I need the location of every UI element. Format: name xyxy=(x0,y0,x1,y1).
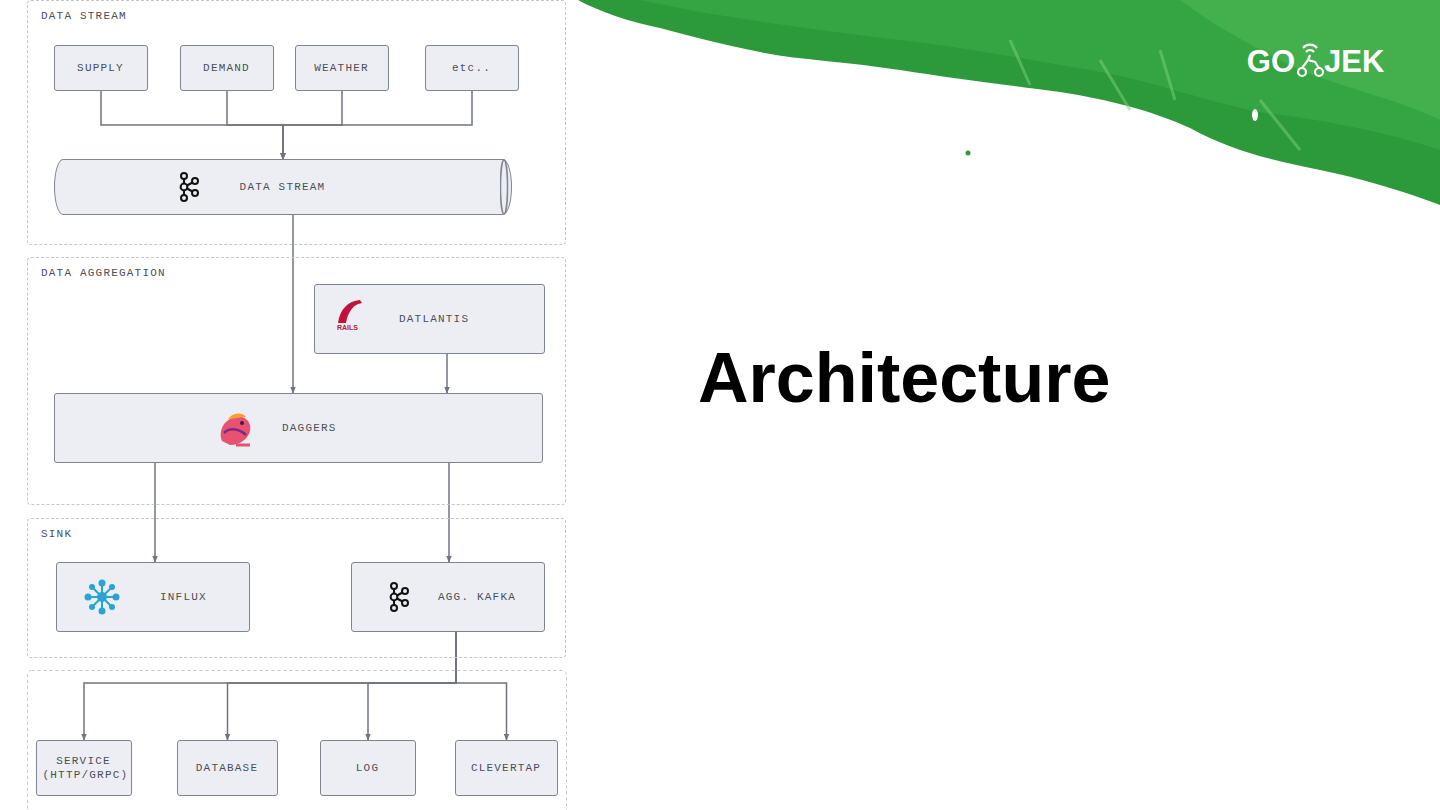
rails-icon xyxy=(336,299,364,328)
flink-icon xyxy=(216,411,256,452)
region-heading: SINK xyxy=(41,528,72,540)
box-label: DEMAND xyxy=(203,61,250,75)
process-box: DATLANTIS RAILS xyxy=(314,284,545,354)
logo-wordmark: RAILS xyxy=(337,324,358,331)
green-brush-stroke xyxy=(640,0,1440,150)
process-box: DEMAND xyxy=(180,45,274,91)
box-label: etc.. xyxy=(452,61,491,75)
box-label: SUPPLY xyxy=(77,61,124,75)
process-box: DAGGERS xyxy=(54,393,543,463)
green-brush-stroke xyxy=(578,0,1440,205)
process-box: LOG xyxy=(320,740,416,796)
process-box: SERVICE (HTTP/GRPC) xyxy=(36,740,132,796)
scooter-logo xyxy=(1298,45,1323,76)
flow-arrow xyxy=(101,91,283,159)
kafka-icon xyxy=(176,172,200,207)
box-label: DATABASE xyxy=(196,761,258,775)
region-band: SINK INFLUX AGG. KAFKA xyxy=(27,518,566,658)
flow-arrow xyxy=(368,632,456,740)
flow-arrow xyxy=(84,632,456,740)
flow-arrow xyxy=(283,91,472,159)
process-box: AGG. KAFKA xyxy=(351,562,545,632)
process-box: INFLUX xyxy=(56,562,250,632)
flow-arrow xyxy=(446,354,448,393)
box-label: DATLANTIS xyxy=(399,312,469,326)
process-box: WEATHER xyxy=(295,45,389,91)
region-band: DATA STREAM SUPPLY DEMAND WEATHER etc.. DATA … xyxy=(27,0,566,245)
kafka-icon xyxy=(386,582,410,617)
brush-speck xyxy=(1252,109,1258,121)
pipe-end-cap xyxy=(500,159,512,220)
region-band: DATA AGGREGATION DATLANTIS RAILS DAGGERS xyxy=(27,257,566,505)
influx-icon xyxy=(82,577,122,622)
box-label: WEATHER xyxy=(314,61,369,75)
stream-pipe: DATA STREAM xyxy=(54,159,512,215)
flow-arrow xyxy=(292,215,294,393)
region-band xyxy=(28,671,567,810)
region-heading: DATA AGGREGATION xyxy=(41,267,166,279)
region-heading: DATA STREAM xyxy=(41,10,127,22)
flow-arrow xyxy=(228,632,457,740)
box-label: LOG xyxy=(356,761,379,775)
brush-texture xyxy=(1010,40,1300,150)
brand-logo: JEK xyxy=(1324,44,1384,80)
flow-arrow xyxy=(456,632,507,740)
flow-arrow xyxy=(227,91,283,159)
process-box: CLEVERTAP xyxy=(455,740,558,796)
brush-speck xyxy=(966,151,971,156)
green-brush-stroke xyxy=(1180,0,1440,120)
box-label: DATA STREAM xyxy=(240,180,326,194)
flow-arrow xyxy=(154,463,156,562)
box-label: CLEVERTAP xyxy=(471,761,541,775)
box-label: INFLUX xyxy=(160,590,207,604)
box-label: AGG. KAFKA xyxy=(438,590,516,604)
brand-logo: GO xyxy=(1247,44,1295,80)
process-box: SUPPLY xyxy=(54,45,148,91)
process-box: DATABASE xyxy=(177,740,278,796)
flow-arrow xyxy=(448,463,450,562)
slide-title: Architecture xyxy=(698,338,1110,418)
box-label: DAGGERS xyxy=(282,421,337,435)
process-box: etc.. xyxy=(425,45,519,91)
box-label: SERVICE (HTTP/GRPC) xyxy=(43,754,125,782)
